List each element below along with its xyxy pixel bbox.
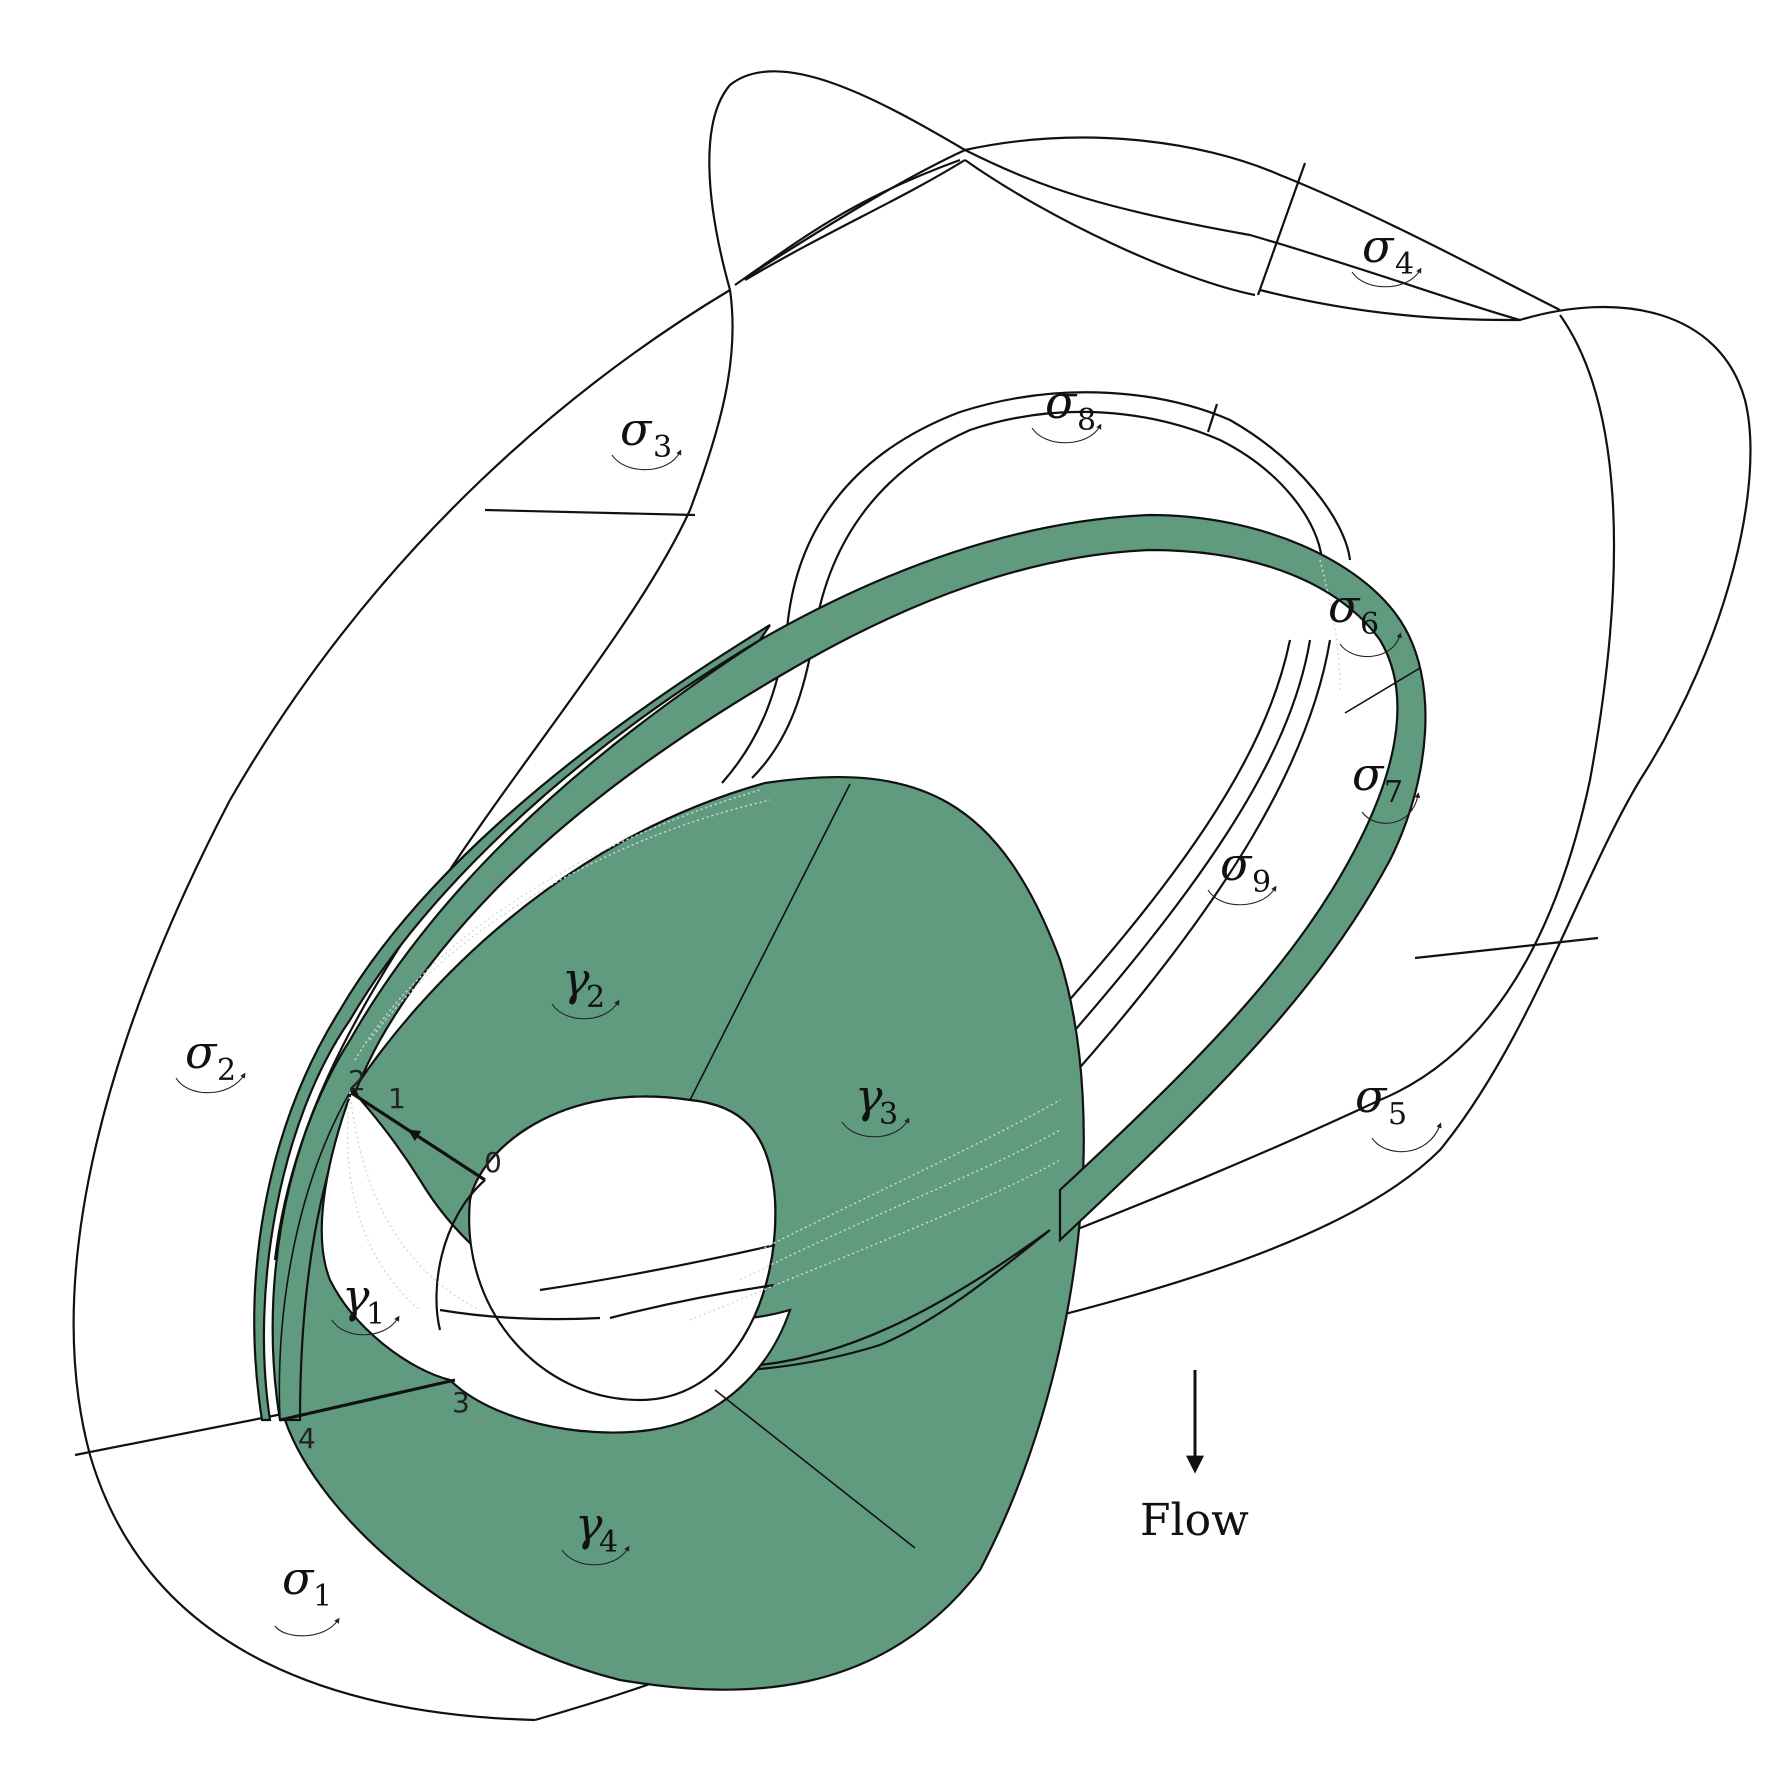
cut-gamma2-gamma3 [689, 783, 851, 1101]
hidden-lines [346, 559, 1341, 1321]
cut-sigma5 [1414, 936, 1599, 960]
sigma-8-sub: 8 [1077, 403, 1096, 438]
label-sigma-4: σ 4 [1351, 219, 1422, 288]
vertex-labels: 0 1 2 3 4 [298, 1064, 502, 1455]
outer-upper-strip [744, 159, 966, 281]
hidden-8 [1319, 559, 1341, 691]
segment-0-2-arrow [407, 1129, 449, 1156]
green-surface [253, 513, 1427, 1691]
label-sigma-8: σ 8 [1031, 375, 1102, 444]
vertex-0: 0 [484, 1146, 502, 1179]
orient-gamma-4 [561, 1545, 630, 1566]
gamma-cuts [689, 667, 1421, 1549]
outer-inner-right [1049, 314, 1616, 1242]
edge-2-4 [278, 1091, 351, 1421]
sigma-9-base: σ [1220, 837, 1253, 891]
label-sigma-5: σ 5 [1355, 1069, 1442, 1153]
vertex-2: 2 [348, 1064, 366, 1097]
hole-strip-b [609, 1283, 776, 1320]
orient-gamma-1 [331, 1315, 400, 1336]
label-gamma-3: γ 3 [841, 1069, 910, 1138]
hole-strips [435, 1179, 776, 1331]
orient-sigma-5 [1371, 1122, 1442, 1153]
sigma-1-base: σ [282, 1551, 315, 1605]
sigma-2-sub: 2 [217, 1053, 236, 1088]
label-sigma-1: σ 1 [274, 1551, 340, 1637]
vertex-segments [278, 1090, 486, 1422]
segment-3-4 [279, 1378, 456, 1422]
flow-label: Flow [1140, 1495, 1249, 1546]
gamma-3-base: γ [855, 1069, 883, 1123]
gamma-1-base: γ [342, 1269, 370, 1323]
label-sigma-6: σ 6 [1328, 579, 1402, 657]
cut-sigma4 [1256, 162, 1307, 296]
gamma-4-sub: 4 [599, 1525, 618, 1560]
hole-arc-left [435, 1179, 486, 1331]
sigma-7-sub: 7 [1384, 775, 1403, 810]
hidden-7 [689, 1159, 1061, 1321]
label-gamma-4: γ 4 [561, 1497, 630, 1566]
sigma-5-sub: 5 [1388, 1097, 1407, 1132]
label-sigma-7: σ 7 [1352, 747, 1421, 824]
orient-sigma-9 [1207, 885, 1277, 906]
hidden-6 [739, 1129, 1061, 1281]
flow-indicator: Flow [1140, 1370, 1249, 1546]
vertex-1: 1 [388, 1082, 406, 1115]
sigma-9-sub: 9 [1252, 865, 1271, 900]
vertex-4: 4 [298, 1422, 316, 1455]
gamma-2-sub: 2 [586, 980, 605, 1015]
long-band [271, 513, 1427, 1422]
region-labels: σ 1 σ 2 σ 3 σ 4 σ 5 σ 6 σ [175, 219, 1442, 1637]
hidden-2 [349, 1091, 481, 1311]
sigma-3-sub: 3 [653, 430, 672, 465]
sigma-5-base: σ [1355, 1069, 1388, 1123]
outer-middle-band [744, 149, 966, 279]
label-sigma-3: σ 3 [611, 402, 682, 471]
orient-gamma-3 [841, 1117, 910, 1138]
hole-strip-a [539, 1243, 776, 1292]
label-sigma-2: σ 2 [175, 1025, 246, 1094]
hidden-5 [759, 1099, 1061, 1251]
cut-sigma2-sigma3 [484, 508, 696, 517]
sigma-3-base: σ [620, 402, 653, 456]
central-hole [468, 1095, 777, 1402]
outer-top-right-band-lower [964, 159, 1256, 297]
sigma-7-base: σ [1352, 747, 1385, 801]
sigma-6-base: σ [1328, 579, 1361, 633]
strip-outer [721, 391, 1352, 784]
thin-outer-strip [253, 624, 771, 1422]
cut-gamma3-gamma4 [714, 1389, 916, 1549]
outer-top-fold [708, 70, 1251, 291]
label-gamma-1: γ 1 [331, 1269, 400, 1336]
label-gamma-2: γ 2 [551, 952, 620, 1020]
sigma-4-base: σ [1362, 219, 1395, 273]
sigma-6-sub: 6 [1360, 607, 1379, 642]
orient-sigma-8 [1031, 423, 1102, 444]
label-sigma-9: σ 9 [1207, 837, 1277, 906]
orient-sigma-3 [611, 449, 682, 471]
gamma-2-base: γ [562, 952, 590, 1006]
gamma-3-sub: 3 [879, 1097, 898, 1132]
cut-sigma6-sigma7 [1344, 667, 1421, 714]
gamma-4-base: γ [575, 1497, 603, 1551]
sigma-1-sub: 1 [313, 1579, 332, 1614]
orient-sigma-4 [1351, 267, 1422, 288]
sigma-2-base: σ [185, 1025, 218, 1079]
vertex-3: 3 [452, 1386, 470, 1419]
hole-strip-c [439, 1308, 601, 1321]
orient-sigma-1 [274, 1617, 340, 1637]
gamma-1-sub: 1 [366, 1297, 385, 1332]
outer-top-band [734, 136, 1561, 311]
sigma-8-base: σ [1045, 375, 1078, 429]
sigma-4-sub: 4 [1395, 247, 1414, 282]
cut-sigma8 [1206, 403, 1219, 433]
outer-boundary-left [72, 289, 731, 1722]
strip-inner [751, 410, 1324, 779]
orient-sigma-7 [1361, 792, 1421, 824]
orient-gamma-2 [551, 999, 620, 1020]
orient-sigma-6 [1339, 632, 1402, 657]
orient-sigma-2 [175, 1072, 246, 1094]
